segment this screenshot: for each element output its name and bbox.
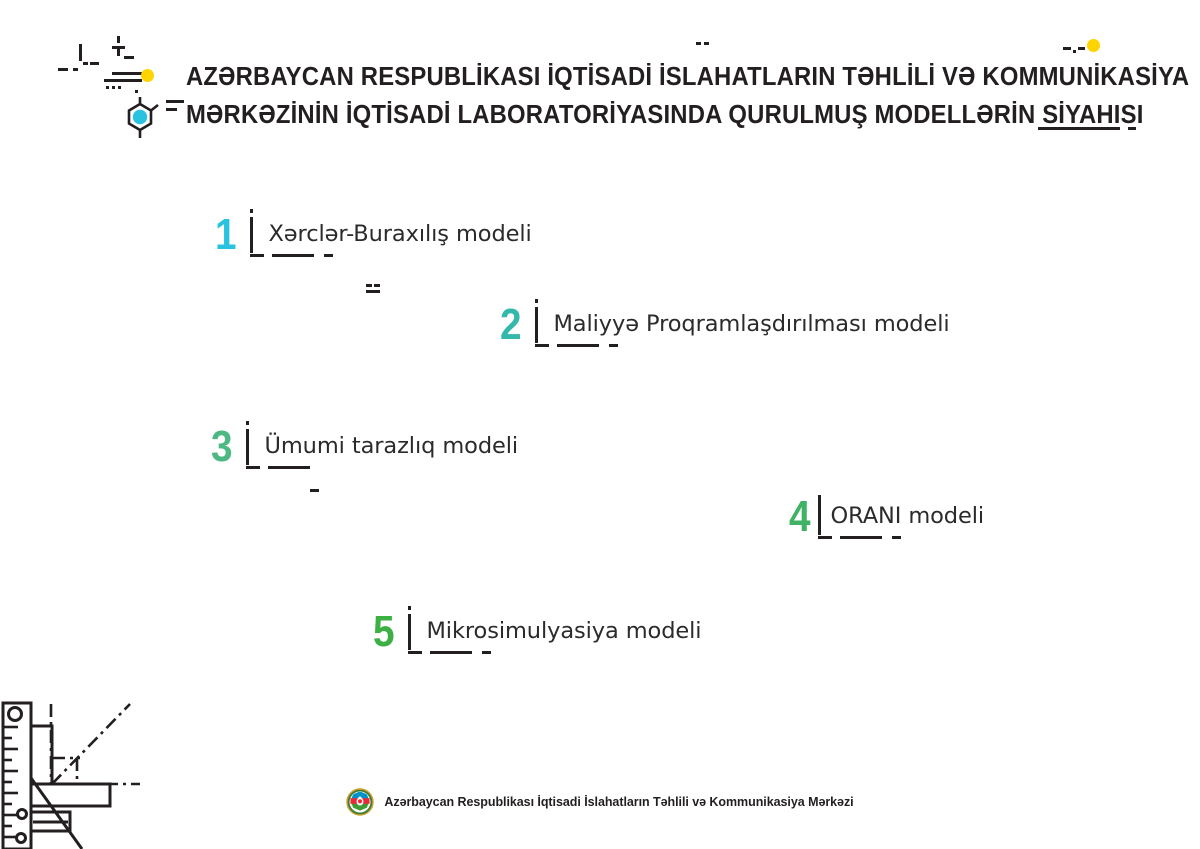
deco-dash [310, 489, 319, 492]
azerbaijan-coat-of-arms-icon [346, 788, 375, 816]
list-item[interactable]: 2 Maliyyə Proqramlaşdırılması modeli [497, 299, 950, 349]
footer: Azərbaycan Respublikası İqtisadi İslahat… [0, 782, 1200, 822]
deco-dash [106, 86, 109, 89]
deco-dash [704, 42, 709, 45]
deco-dash [117, 36, 120, 43]
list-item-number: 5 [372, 607, 395, 656]
deco-dash [374, 284, 380, 287]
deco-dash [112, 86, 115, 89]
deco-dash [83, 62, 88, 65]
title-underline [1038, 127, 1120, 130]
deco-dash [58, 68, 68, 71]
header: AZƏRBAYCAN RESPUBLİKASI İQTİSADİ İSLAHAT… [0, 0, 1200, 160]
deco-dot-yellow [1087, 39, 1100, 52]
hexagon-molecule-icon [118, 96, 164, 142]
deco-dash [79, 44, 82, 61]
page-title: AZƏRBAYCAN RESPUBLİKASI İQTİSADİ İSLAHAT… [186, 58, 1190, 134]
list-item-label: Mikrosimulyasiya modeli [426, 618, 702, 644]
list-item-number: 3 [210, 422, 233, 471]
deco-dash [124, 56, 134, 59]
deco-dash [135, 90, 138, 93]
deco-dash [1128, 127, 1136, 130]
footer-text: Azərbaycan Respublikası İqtisadi İslahat… [384, 795, 854, 809]
deco-dash [1073, 50, 1076, 53]
deco-dash [166, 100, 184, 103]
deco-dash [73, 68, 78, 71]
deco-dash [117, 49, 120, 56]
list-item-number: 2 [499, 300, 522, 349]
deco-dash [118, 86, 121, 89]
deco-dash [112, 46, 125, 49]
deco-dash [1078, 47, 1085, 50]
deco-dash [696, 42, 701, 45]
deco-dash [1063, 47, 1071, 50]
deco-dash [104, 79, 142, 82]
list-item[interactable]: 1 Xərclər-Buraxılış modeli [212, 209, 532, 259]
list-item[interactable]: 3 Ümumi tarazlıq modeli [208, 421, 519, 471]
deco-dot-yellow [141, 69, 154, 82]
list-item-label: Xərclər-Buraxılış modeli [268, 221, 532, 247]
title-line-1: AZƏRBAYCAN RESPUBLİKASI İQTİSADİ İSLAHAT… [186, 63, 1190, 91]
list-item-label: Ümumi tarazlıq modeli [264, 433, 519, 459]
list-item[interactable]: 4 ORANI modeli [786, 495, 984, 539]
list-item-label: ORANI modeli [830, 503, 985, 529]
title-line-2: MƏRKƏZİNİN İQTİSADİ LABORATORİYASINDA QU… [186, 101, 1144, 129]
deco-dash [366, 284, 372, 287]
list-item-label: Maliyyə Proqramlaşdırılması modeli [553, 311, 950, 337]
list-item-number: 1 [214, 210, 237, 259]
list-item[interactable]: 5 Mikrosimulyasiya modeli [370, 606, 702, 656]
technical-drafting-ruler-icon [0, 686, 175, 849]
deco-dash [90, 62, 99, 65]
deco-dash [366, 290, 380, 293]
deco-dash [112, 72, 142, 75]
list-item-number: 4 [788, 492, 811, 541]
deco-dash [166, 108, 177, 111]
